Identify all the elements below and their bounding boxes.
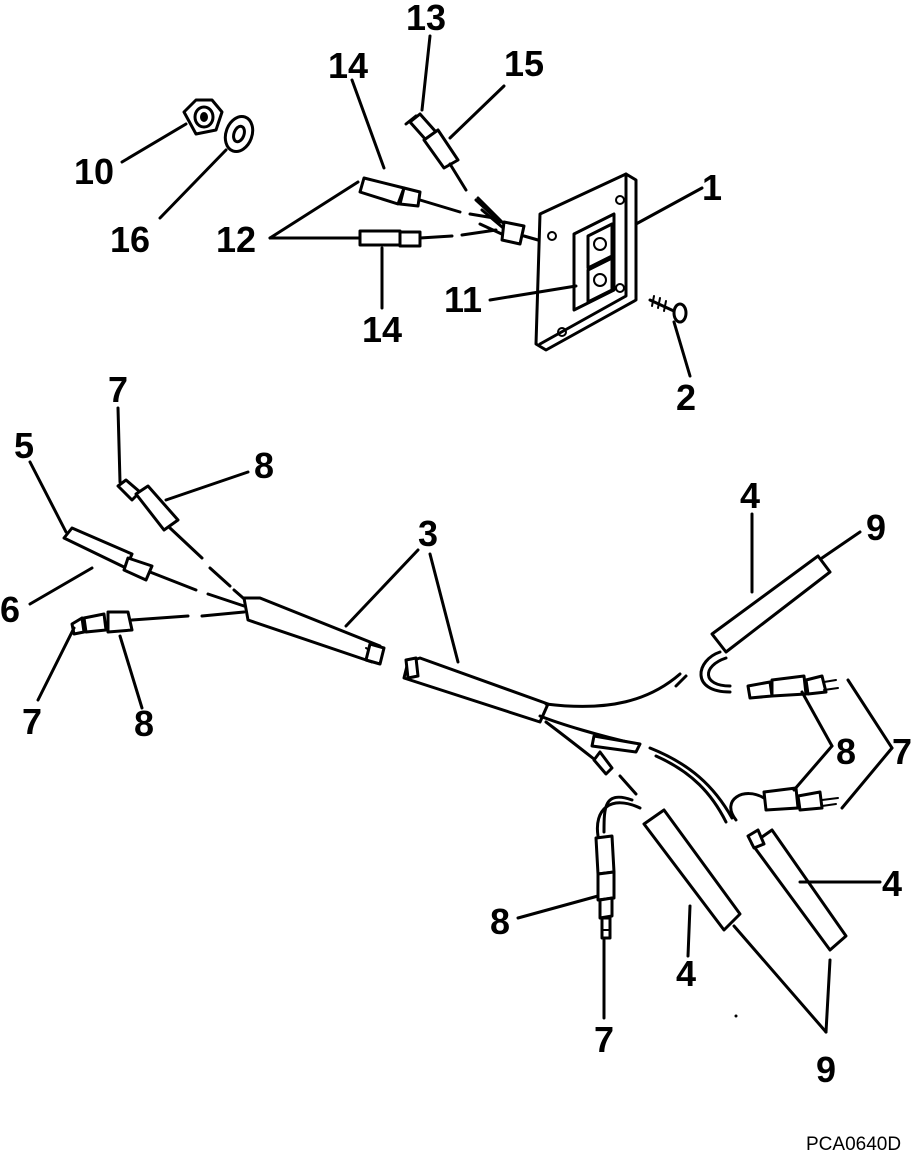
- callout-6: 6: [0, 589, 20, 630]
- callout-8-upper-left: 8: [254, 445, 274, 486]
- hex-nut: [182, 98, 224, 136]
- callout-8-lower: 8: [490, 901, 510, 942]
- callout-labels: 13 15 14 10 16 12 14 1 11 2 7 8 5 6 7 8 …: [0, 0, 912, 1090]
- harness-branch-lower-left: [70, 610, 246, 636]
- branch-right-middle: [648, 746, 848, 952]
- callout-5: 5: [14, 425, 34, 466]
- callout-1: 1: [702, 167, 722, 208]
- callout-9-top: 9: [866, 507, 886, 548]
- figure-id: PCA0640D: [806, 1134, 901, 1155]
- branch-lower-middle: [594, 774, 742, 940]
- speck: [734, 1014, 738, 1018]
- main-harness-right: [402, 656, 682, 776]
- callout-14-bottom: 14: [362, 309, 402, 350]
- callout-12: 12: [216, 219, 256, 260]
- callout-7-upper-left: 7: [108, 369, 128, 410]
- terminal-upper: [358, 176, 496, 220]
- callout-4-top: 4: [740, 475, 760, 516]
- pin-connector-top: [404, 112, 502, 224]
- plug-5-6: [62, 526, 246, 608]
- callout-8-right: 8: [836, 731, 856, 772]
- callout-7-right: 7: [892, 731, 912, 772]
- callout-2: 2: [676, 377, 696, 418]
- callout-9-lower: 9: [816, 1049, 836, 1090]
- callout-10: 10: [74, 151, 114, 192]
- main-harness-left: [242, 596, 386, 666]
- callout-7-lower: 7: [594, 1019, 614, 1060]
- callout-4-right: 4: [882, 863, 902, 904]
- leader-lines: [28, 34, 894, 1034]
- screw: [648, 295, 688, 324]
- washer: [223, 115, 255, 153]
- callout-13: 13: [406, 0, 446, 38]
- switch-wire-bundle: [476, 196, 540, 246]
- callout-16: 16: [110, 219, 150, 260]
- callout-14-top: 14: [328, 45, 368, 86]
- callout-8-lower-left: 8: [134, 703, 154, 744]
- callout-11: 11: [444, 279, 482, 320]
- callout-7-lower-left: 7: [22, 701, 42, 742]
- callout-4-lower: 4: [676, 953, 696, 994]
- callout-15: 15: [504, 43, 544, 84]
- switch-plate: [534, 172, 638, 352]
- terminal-lower: [358, 228, 498, 248]
- branch-upper-right: [674, 554, 839, 700]
- callout-3-left: 3: [418, 513, 438, 554]
